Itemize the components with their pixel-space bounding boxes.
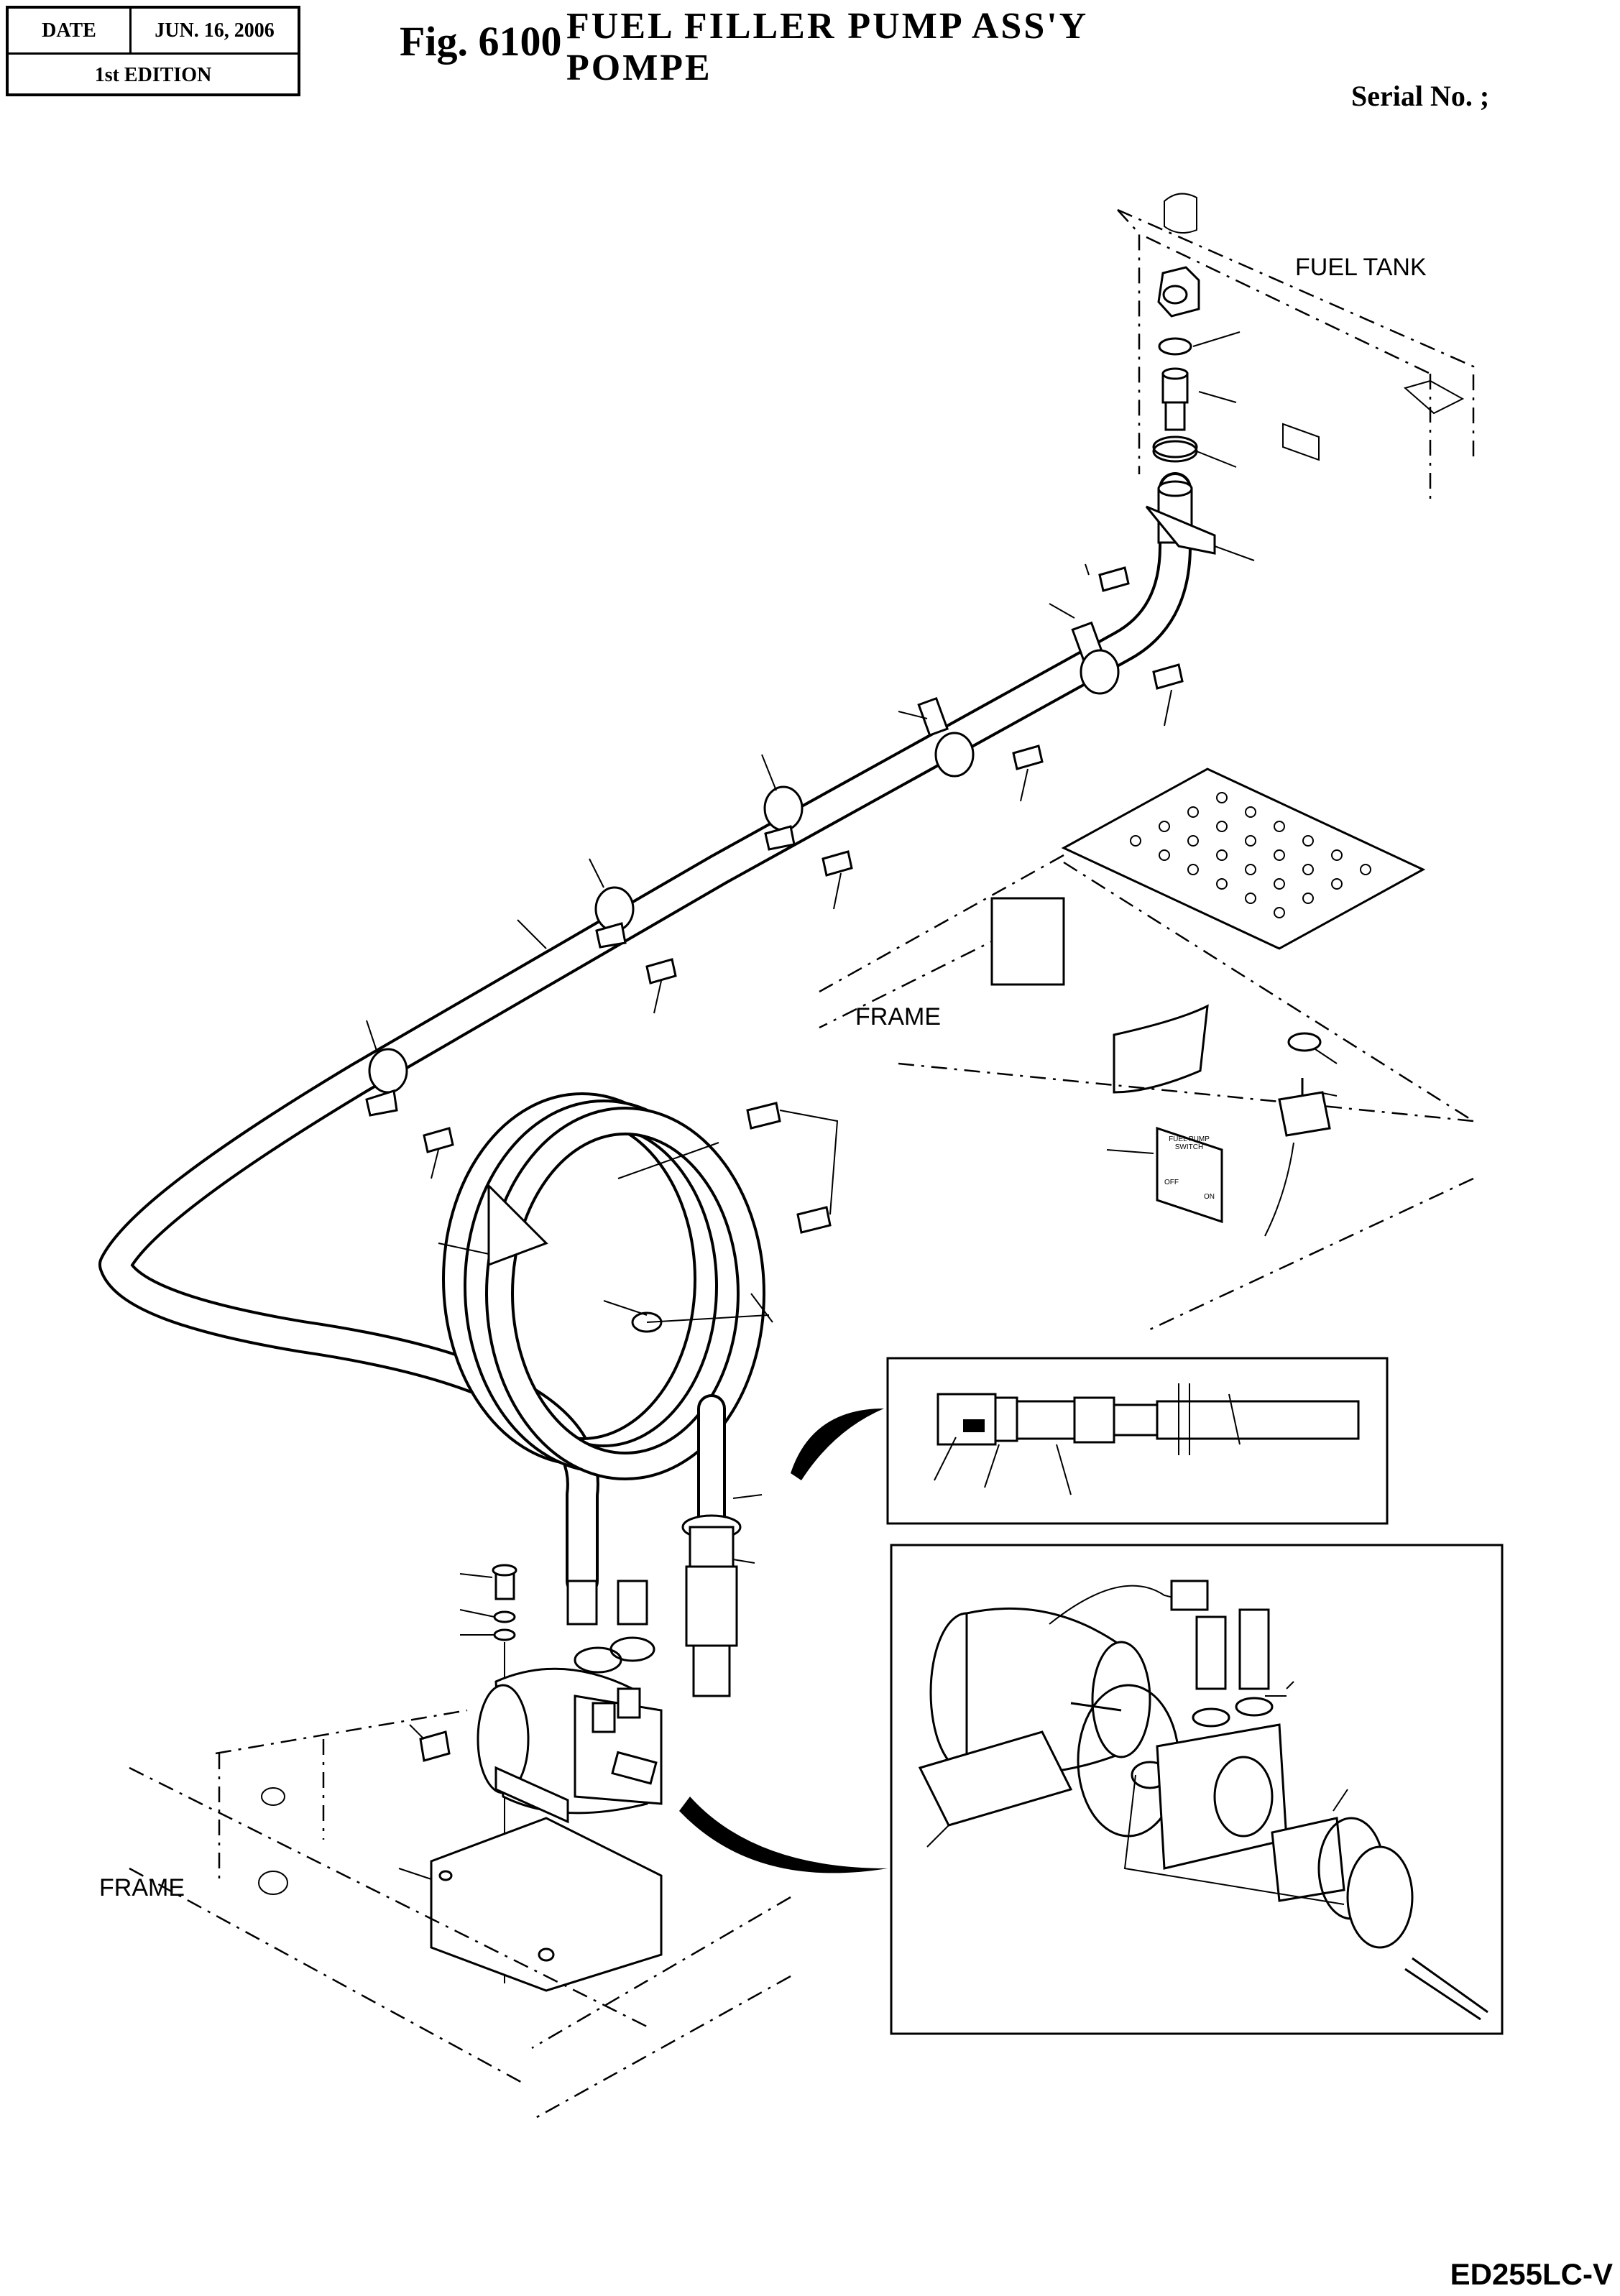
inset-coupler-box	[886, 1357, 1389, 1525]
switch-plate-title: FUEL PUMP SWITCH	[1169, 1135, 1210, 1151]
pump-switch	[1264, 1032, 1338, 1237]
figure-title: FUEL FILLER PUMP ASS'Y POMPE	[566, 6, 1088, 89]
frame-label-right: FRAME	[855, 1003, 941, 1031]
serial-number-label: Serial No. ;	[1351, 80, 1490, 112]
coiled-hose	[442, 1092, 773, 1538]
hose-adapter	[1161, 367, 1189, 431]
switch-plate-off: OFF	[1164, 1179, 1179, 1186]
date-value: JUN. 16, 2006	[155, 19, 275, 42]
tank-elbow-fitting	[1157, 266, 1200, 318]
header-info-box: DATE JUN. 16, 2006 1st EDITION	[6, 6, 300, 96]
edition-row: 1st EDITION	[9, 53, 298, 97]
inset-coupler-parts	[934, 1383, 1360, 1495]
figure-title-line2: POMPE	[566, 47, 712, 88]
inset-pump-arrow	[679, 1797, 888, 1873]
inset-pump-parts	[918, 1580, 1488, 2021]
pump-bracket	[398, 1817, 663, 1992]
inset-coupler-arrow	[791, 1409, 884, 1480]
switch-plate	[1106, 1126, 1223, 1224]
step-plate	[1061, 767, 1426, 950]
date-label: DATE	[9, 9, 132, 52]
edition-label: 1st EDITION	[94, 63, 212, 86]
right-frame-outline	[819, 854, 1474, 1331]
figure-number: Fig. 6100	[400, 18, 562, 65]
switch-plate-on: ON	[1204, 1193, 1215, 1201]
step-plate-holes	[1130, 792, 1371, 918]
pump-hose-ends	[566, 1580, 655, 1674]
model-code: ED255LC-V	[1450, 2257, 1613, 2291]
frame-label-left: FRAME	[99, 1874, 185, 1901]
leader-lines	[366, 331, 1255, 1179]
fuel-tank-outline	[1117, 193, 1475, 503]
fuel-tank-label: FUEL TANK	[1295, 254, 1427, 281]
coil-bolts	[438, 1102, 839, 1316]
hose-end-coupler	[681, 1494, 763, 1697]
hose-clamp-top	[1152, 435, 1198, 463]
o-ring	[1158, 337, 1192, 356]
inset-pump-box	[890, 1544, 1504, 2035]
fuel-pump-body	[477, 1667, 663, 1824]
date-row: DATE JUN. 16, 2006	[9, 9, 298, 55]
figure-title-line1: FUEL FILLER PUMP ASS'Y	[566, 6, 1089, 47]
clamp-bolts	[423, 566, 1184, 1153]
left-frame-outline	[129, 1709, 791, 2121]
frame-bolt	[409, 1724, 451, 1762]
hose-clamps	[365, 505, 1216, 1117]
